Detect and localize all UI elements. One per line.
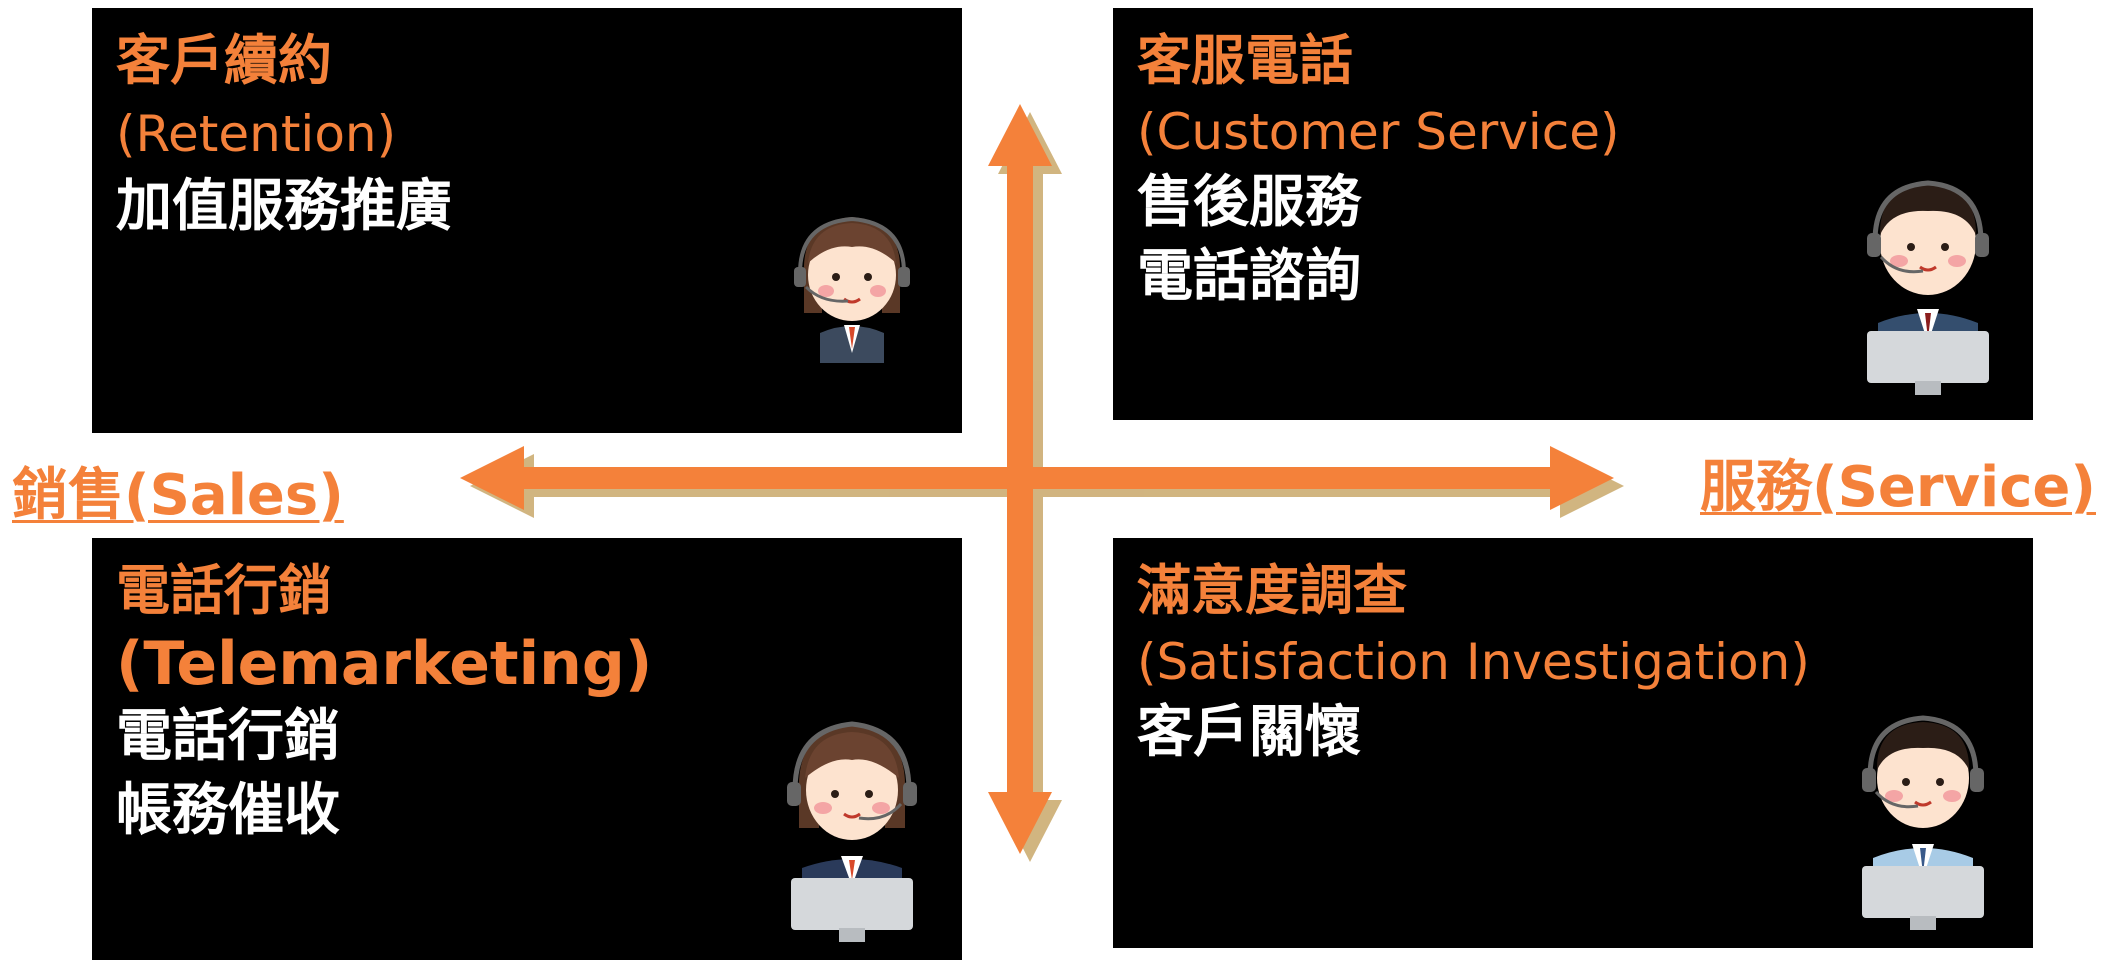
quadrant-line: 電話諮詢 (1137, 244, 1361, 309)
quadrant-subtitle: (Satisfaction Investigation) (1137, 633, 1810, 691)
quadrant-satisfaction: 滿意度調查 (Satisfaction Investigation) 客戶關懷 (1113, 538, 2033, 948)
quadrant-line: 加值服務推廣 (116, 174, 452, 239)
male-agent-computer-icon (1862, 715, 1984, 930)
quadrant-customer-service: 客服電話 (Customer Service) 售後服務 電話諮詢 (1113, 8, 2033, 420)
quadrant-title: 電話行銷 (116, 559, 332, 622)
horizontal-arrow (460, 446, 1614, 510)
quadrant-telemarketing: 電話行銷 (Telemarketing) 電話行銷 帳務催收 (92, 538, 962, 960)
female-agent-headset-icon (794, 216, 910, 363)
quadrant-line: 售後服務 (1137, 170, 1361, 235)
quadrant-line: 電話行銷 (116, 704, 340, 769)
arrows (460, 104, 1614, 854)
quadrant-subtitle: (Telemarketing) (116, 629, 653, 699)
male-agent-computer-icon (1867, 180, 1989, 395)
axis-label-sales: 銷售(Sales) (12, 463, 344, 528)
quadrant-title: 滿意度調查 (1137, 559, 1407, 622)
quadrant-subtitle: (Customer Service) (1137, 103, 1620, 161)
quadrant-line: 客戶關懷 (1137, 700, 1361, 765)
quadrant-retention: 客戶續約 (Retention) 加值服務推廣 (92, 8, 962, 433)
female-agent-computer-icon (787, 721, 917, 942)
quadrant-title: 客戶續約 (116, 29, 332, 92)
axis-label-service: 服務(Service) (1700, 455, 2096, 520)
quadrant-title: 客服電話 (1137, 29, 1353, 92)
quadrant-subtitle: (Retention) (116, 105, 397, 163)
quadrant-line: 帳務催收 (116, 778, 340, 843)
